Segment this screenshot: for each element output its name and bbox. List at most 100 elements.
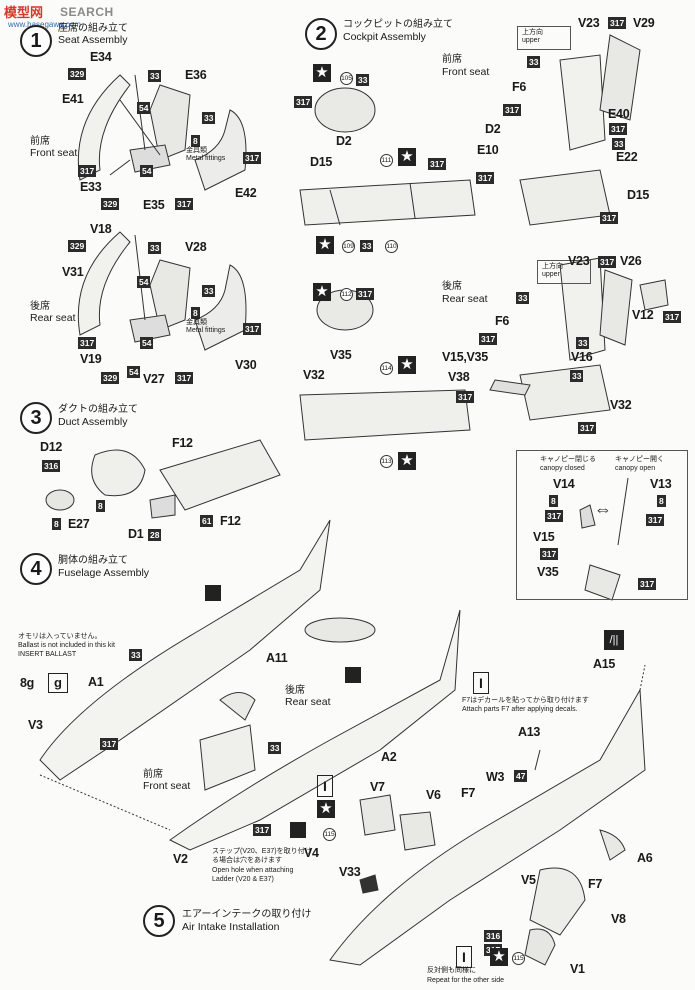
star-icon: ★	[313, 283, 331, 301]
rear-seat-label-en: Rear seat	[30, 312, 76, 324]
ladder-note-jp1: ステップ(V20、E37)を取り付け	[212, 848, 312, 855]
paint-33: 33	[516, 292, 530, 304]
part-e41: E41	[62, 92, 84, 106]
paint-33: 33	[576, 337, 590, 349]
paint-33: 33	[570, 370, 584, 382]
info-symbol-icon: I	[456, 946, 472, 968]
rear-seat-label-jp: 後席	[30, 301, 50, 312]
paint-61: 61	[200, 515, 214, 527]
section-5-number: 5	[143, 905, 175, 937]
part-v15-v35: V15,V35	[442, 350, 488, 364]
paint-33: 33	[148, 70, 162, 82]
paint-54: 54	[137, 276, 151, 288]
paint-8: 8	[657, 495, 666, 507]
paint-317: 317	[578, 422, 597, 434]
part-v4: V4	[304, 846, 319, 860]
repeat-note-en: Repeat for the other side	[427, 977, 505, 984]
part-v32b: V32	[610, 398, 632, 412]
paint-33: 33	[356, 74, 370, 86]
watermark-title: SEARCH	[60, 5, 114, 19]
paint-317: 317	[100, 738, 119, 750]
upper-label-en: upper	[542, 271, 560, 278]
front-seat-label-jp: 前席	[143, 769, 163, 780]
part-v35b: V35	[537, 565, 559, 579]
ballast-note-insert: INSERT BALLAST	[18, 651, 77, 658]
paint-317: 317	[638, 578, 657, 590]
watermark-logo: 模型网	[4, 5, 44, 20]
part-v2: V2	[173, 852, 188, 866]
metal-fittings-jp: 金具類	[186, 147, 207, 154]
paint-317: 317	[456, 391, 475, 403]
part-v32: V32	[303, 368, 325, 382]
paint-54: 54	[127, 366, 141, 378]
ladder-note-en1: Open hole when attaching	[212, 867, 294, 874]
decal-111: 111	[380, 154, 393, 167]
f7-note-jp: F7はデカールを貼ってから取り付けます	[462, 697, 589, 704]
part-v33: V33	[339, 865, 361, 879]
part-v15: V15	[533, 530, 555, 544]
part-v8: V8	[611, 912, 626, 926]
ballast-weight-icon: g	[48, 673, 68, 693]
watermark-url: www.hasegawa.com	[8, 20, 81, 29]
ballast-note-jp: オモリは入っていません。	[18, 633, 102, 640]
part-f7b: F7	[588, 877, 602, 891]
ballast-note-en: Ballast is not included in this kit	[18, 642, 115, 649]
section-5-title-jp: エアーインテークの取り付け	[182, 909, 312, 920]
part-v3: V3	[28, 718, 43, 732]
paint-33: 33	[360, 240, 374, 252]
paint-33: 33	[148, 242, 162, 254]
section-1-number: 1	[20, 25, 52, 57]
section-2-title-jp: コックピットの組み立て	[343, 19, 453, 30]
paint-28: 28	[148, 529, 162, 541]
drill-symbol-icon	[290, 822, 306, 838]
paint-33: 33	[129, 649, 143, 661]
part-f7: F7	[461, 786, 475, 800]
star-icon: ★	[317, 800, 335, 818]
part-e33: E33	[80, 180, 102, 194]
section-4-number: 4	[20, 553, 52, 585]
part-v16: V16	[571, 350, 593, 364]
decal-115: 115	[512, 952, 525, 965]
metal-fittings-en: Metal fittings	[186, 155, 226, 162]
part-e27: E27	[68, 517, 90, 531]
part-v28: V28	[185, 240, 207, 254]
part-a13: A13	[518, 725, 541, 739]
paint-317: 317	[243, 323, 262, 335]
part-v23: V23	[578, 16, 600, 30]
star-icon: ★	[313, 64, 331, 82]
paint-8: 8	[52, 518, 61, 530]
metal-fittings-en: Metal fittings	[186, 327, 226, 334]
paint-317: 317	[479, 333, 498, 345]
part-v27: V27	[143, 372, 165, 386]
canopy-closed-jp: キャノピー閉じる	[540, 456, 596, 463]
part-v6: V6	[426, 788, 441, 802]
part-a2: A2	[381, 750, 397, 764]
part-d12: D12	[40, 440, 63, 454]
front-seat-label-jp: 前席	[442, 54, 462, 65]
part-v19: V19	[80, 352, 102, 366]
part-a1: A1	[88, 675, 104, 689]
part-e35: E35	[143, 198, 165, 212]
part-d15b: D15	[627, 188, 650, 202]
star-icon: ★	[398, 148, 416, 166]
paint-317: 317	[503, 104, 522, 116]
part-a11: A11	[266, 651, 288, 665]
canopy-open-jp: キャノピー開く	[615, 456, 664, 463]
decal-114: 114	[380, 362, 393, 375]
paint-8: 8	[191, 307, 200, 319]
paint-54: 54	[137, 102, 151, 114]
part-e36: E36	[185, 68, 207, 82]
part-v14: V14	[553, 477, 575, 491]
paint-329: 329	[101, 198, 120, 210]
canopy-panel	[516, 450, 688, 600]
decal-symbol-icon: /||	[604, 630, 624, 650]
part-d2: D2	[336, 134, 352, 148]
paint-329: 329	[68, 240, 87, 252]
star-icon: ★	[398, 356, 416, 374]
star-icon: ★	[490, 948, 508, 966]
canopy-open-en: canopy open	[615, 465, 656, 472]
front-seat-label-en: Front seat	[143, 780, 191, 792]
drill-symbol-icon	[345, 667, 361, 683]
part-d1: D1	[128, 527, 144, 541]
section-2-number: 2	[305, 18, 337, 50]
